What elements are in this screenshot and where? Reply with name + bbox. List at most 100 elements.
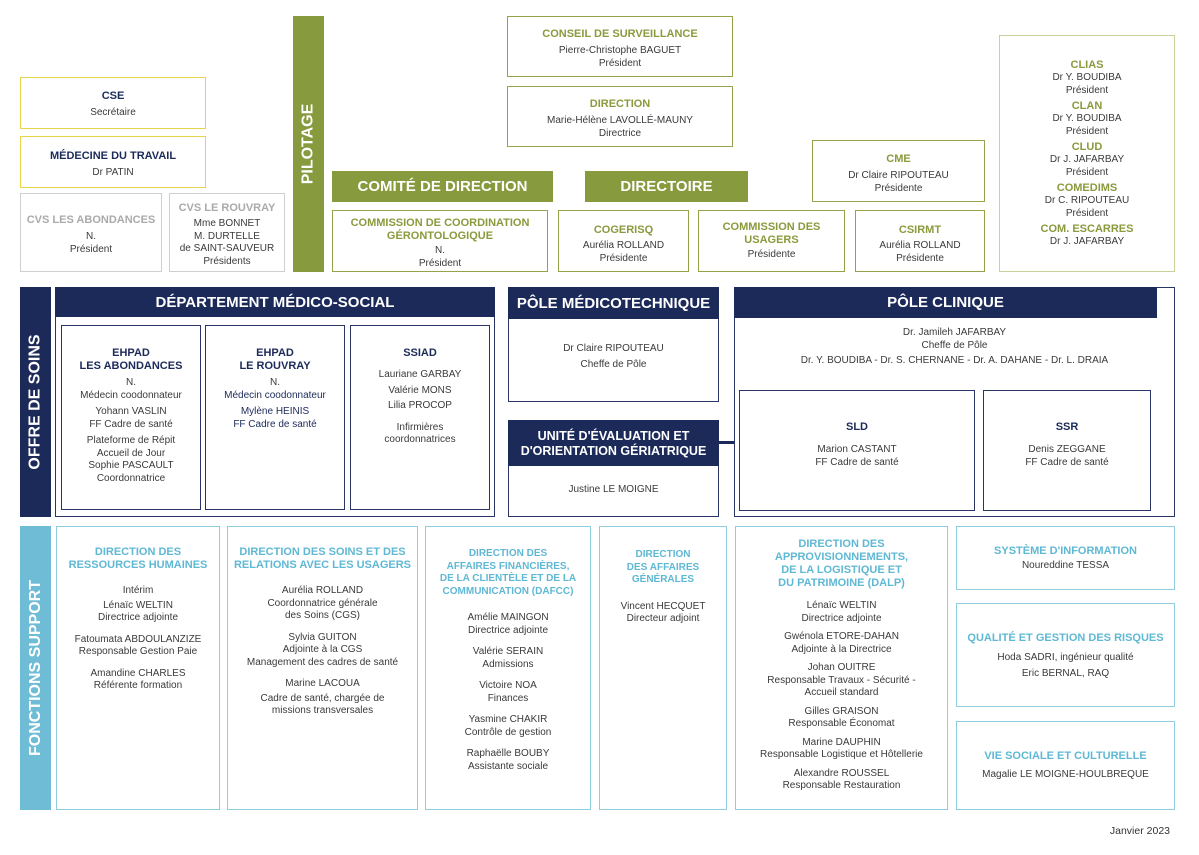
pilotage-bar: Pilotage [293, 16, 324, 272]
ssiad-line: coordonnatrices [384, 434, 456, 445]
drh-line: Responsable Gestion Paie [78, 646, 198, 657]
directoire-header: Directoire [585, 171, 748, 202]
vsc-box: Vie sociale et culturelle Magalie LE MOI… [956, 721, 1175, 810]
ehpad-rv-line: Mylène HEINIS [240, 406, 310, 417]
cogerisq-box: COGERISQ Aurélia ROLLAND Présidente [558, 210, 689, 272]
csirmt-role: Présidente [896, 252, 944, 264]
cvs-rouvray-line: de SAINT-SAUVEUR [179, 243, 275, 254]
vsc-title: Vie sociale et culturelle [984, 750, 1147, 762]
dalp-title: approvisionnements, [774, 551, 909, 563]
dalp-title: de la logistique et [781, 564, 902, 576]
ueog-title: d'orientation gériatrique [520, 444, 707, 458]
cvs-abondances-box: CVS Les Abondances N. Président [20, 193, 162, 272]
dafcc-title: de la clientèle et de la [439, 573, 577, 584]
dalp-line: Responsable Économat [788, 718, 895, 729]
dag-line: Directeur adjoint [626, 613, 700, 624]
ssr-role: FF Cadre de santé [1025, 456, 1109, 468]
ssiad-box: SSIAD Lauriane GARBAY Valérie MONS Lilia… [350, 325, 490, 510]
dsoins-title: relations avec les usagers [233, 559, 412, 571]
dms-label: Département médico-social [155, 293, 395, 311]
ccg-title: Commission de coordination gérontologiqu… [350, 217, 530, 242]
dsoins-line: Aurélia ROLLAND [281, 585, 364, 596]
ehpad-ab-line: Yohann VASLIN [95, 406, 167, 417]
clan-name: Dr Y. BOUDIBA [1052, 113, 1122, 124]
ueog-name: Justine LE MOIGNE [568, 484, 659, 495]
cvs-abondances-name: N. [86, 231, 96, 242]
cse-title: CSE [101, 90, 125, 102]
escarres-name: Dr J. JAFARBAY [1049, 236, 1125, 247]
ehpad-ab-line: Médecin coodonnateur [80, 389, 182, 401]
ehpad-ab-title: EHPAD [112, 347, 150, 359]
qgr-box: Qualité et gestion des risques Hoda SADR… [956, 603, 1175, 707]
dalp-line: Responsable Travaux - Sécurité - [767, 674, 916, 686]
ehpad-abondances-box: EHPAD Les Abondances N. Médecin coodonna… [61, 325, 201, 510]
dalp-line: Lénaïc WELTIN [806, 600, 877, 611]
sld-name: Marion CASTANT [817, 444, 897, 455]
cvs-abondances-role: Président [69, 243, 113, 255]
dalp-line: Responsable Logistique et Hôtellerie [760, 749, 923, 760]
ehpad-ab-line: Plateforme de Répit [86, 435, 176, 446]
dalp-title: du patrimoine (DALP) [778, 577, 905, 589]
dsoins-line: Cadre de santé, chargée de [260, 692, 385, 704]
medecine-box: Médecine du travail Dr PATIN [20, 136, 206, 188]
cogerisq-title: COGERISQ [593, 224, 654, 236]
cme-name: Dr Claire RIPOUTEAU [848, 170, 949, 181]
si-box: Système d'information Noureddine TESSA [956, 526, 1175, 590]
escarres-title: COM. ESCARRES [1040, 223, 1134, 235]
cse-role: Secrétaire [90, 107, 136, 118]
cvs-rouvray-title: CVS Le Rouvray [178, 202, 276, 214]
pc-others: Dr. Y. BOUDIBA - Dr. S. CHERNANE - Dr. A… [800, 355, 1109, 366]
cdu-box: Commission des usagers Présidente [698, 210, 845, 272]
drh-line: Fatoumata ABDOULANZIZE [74, 633, 202, 645]
dsoins-line: Sylvia GUITON [288, 631, 357, 643]
offre-label: Offre de soins [26, 334, 44, 470]
clan-title: CLAN [1071, 100, 1103, 112]
conseil-name: Pierre-Christophe BAGUET [558, 45, 682, 56]
dsoins-line: des Soins (CGS) [284, 610, 361, 621]
dsoins-line: missions transversales [271, 705, 374, 716]
medecine-title: Médecine du travail [49, 150, 177, 162]
dalp-line: Responsable Restauration [782, 780, 901, 791]
dafcc-box: Direction des affaires financières, de l… [425, 526, 591, 810]
ehpad-rv-line: N. [270, 377, 280, 388]
pmt-name: Dr Claire RIPOUTEAU [563, 343, 664, 354]
ueog-title: Unité d'évaluation et [537, 429, 690, 443]
dafcc-title: Direction des [468, 548, 548, 559]
fonctions-label: Fonctions support [26, 579, 44, 757]
direction-title: Direction [589, 98, 651, 110]
dag-box: Direction des affaires générales Vincent… [599, 526, 727, 810]
cme-role: Présidente [874, 182, 923, 194]
cvs-rouvray-line: M. DURTELLE [194, 230, 260, 242]
pc-header: Pôle clinique [734, 287, 1157, 318]
comite-header: Comité de direction [332, 171, 553, 202]
directoire-label: Directoire [620, 178, 713, 195]
ehpad-ab-title: Les Abondances [79, 360, 183, 372]
dsoins-line: Marine LACOUA [285, 678, 360, 689]
vsc-name: Magalie LE MOIGNE-HOULBREQUE [982, 769, 1149, 780]
dag-title: générales [631, 574, 695, 585]
clias-title: CLIAS [1070, 59, 1104, 71]
dafcc-line: Raphaëlle BOUBY [466, 748, 550, 759]
cdu-role: Présidente [747, 249, 796, 260]
qgr-line: Eric BERNAL, RAQ [1021, 667, 1110, 679]
dalp-line: Gwénola ETORE-DAHAN [784, 631, 899, 642]
dsoins-box: Direction des soins et des relations ave… [227, 526, 418, 810]
drh-line: Lénaïc WELTIN [103, 599, 173, 611]
dafcc-title: affaires financières, [446, 560, 570, 572]
pmt-body: Dr Claire RIPOUTEAU Cheffe de Pôle [510, 343, 717, 383]
dalp-line: Johan OUITRE [807, 662, 876, 673]
dafcc-line: Finances [487, 692, 529, 704]
drh-line: Intérim [122, 585, 154, 596]
dafcc-line: Admissions [482, 658, 534, 670]
cvs-rouvray-box: CVS Le Rouvray Mme BONNET M. DURTELLE de… [169, 193, 285, 272]
drh-line: Amandine CHARLES [90, 667, 186, 679]
dalp-box: Direction des approvisionnements, de la … [735, 526, 948, 810]
dafcc-line: Victoire NOA [479, 680, 537, 691]
ssiad-title: SSIAD [403, 347, 437, 359]
direction-role: Directrice [598, 127, 642, 139]
ehpad-ab-line: Accueil de Jour [96, 447, 166, 459]
ehpad-rv-title: EHPAD [256, 347, 294, 359]
cse-box: CSE Secrétaire [20, 77, 206, 129]
clud-role: Président [1065, 166, 1109, 178]
ehpad-rv-title: Le Rouvray [239, 360, 311, 372]
